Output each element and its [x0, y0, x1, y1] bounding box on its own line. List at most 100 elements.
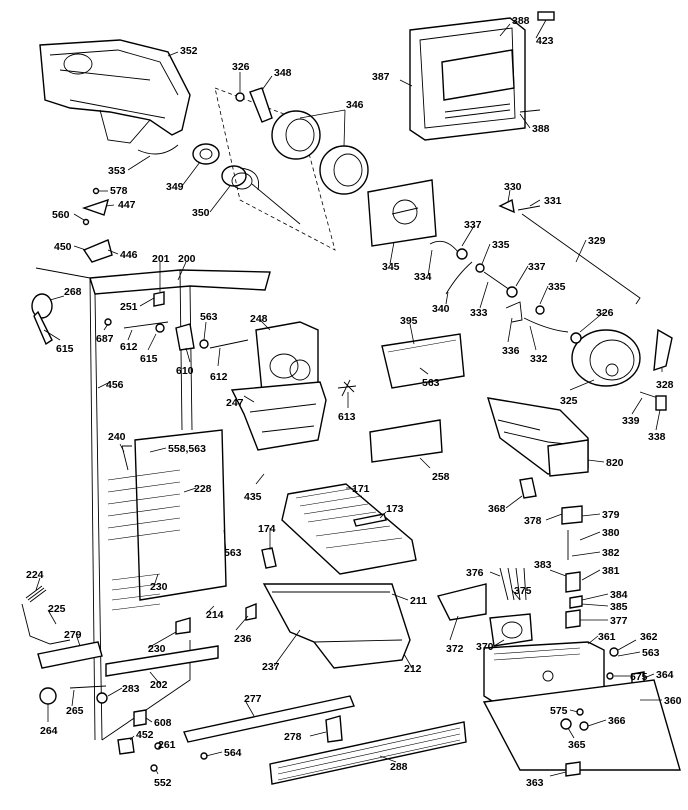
part-283-wheel: [96, 692, 108, 704]
callout-174: 174: [258, 523, 276, 535]
part-268-thermostat: [31, 293, 53, 346]
part-330-clip: [498, 198, 515, 214]
part-230b-bracket: [175, 617, 191, 635]
callout-395: 395: [400, 315, 418, 327]
part-247-chute: [230, 381, 327, 451]
callout-335b: 335: [548, 281, 566, 293]
part-338-spring: [655, 395, 667, 411]
callout-258: 258: [432, 471, 450, 483]
part-265-axle: [69, 685, 107, 689]
callout-360: 360: [664, 695, 682, 707]
callout-230: 230: [150, 581, 168, 593]
callout-173: 173: [386, 503, 404, 515]
callout-364: 364: [656, 669, 674, 681]
callout-212: 212: [404, 663, 422, 675]
callout-610: 610: [176, 365, 194, 377]
callout-361: 361: [598, 631, 616, 643]
callout-608: 608: [154, 717, 172, 729]
part-352-ice-bucket: [39, 39, 191, 144]
part-339-screw: [639, 391, 659, 399]
part-447-bracket: [81, 198, 110, 216]
callout-578: 578: [110, 185, 128, 197]
part-329-rod: [521, 213, 641, 305]
part-202-rail: [105, 645, 219, 677]
callout-326: 326: [232, 61, 250, 73]
callout-435: 435: [244, 491, 262, 503]
callout-325: 325: [560, 395, 578, 407]
callout-384: 384: [610, 589, 628, 601]
callout-564: 564: [224, 747, 242, 759]
part-377-valve: [565, 609, 581, 629]
part-615b-nut: [199, 339, 209, 349]
callout-264: 264: [40, 725, 58, 737]
callout-558-563: 558,563: [168, 443, 206, 455]
callout-382: 382: [602, 547, 620, 559]
part-264-roller: [39, 687, 57, 705]
part-384-clip: [569, 595, 583, 609]
part-388-rod: [519, 109, 541, 113]
callout-375: 375: [514, 585, 532, 597]
callout-456: 456: [106, 379, 124, 391]
callout-378: 378: [524, 515, 542, 527]
part-346-crushers: [271, 110, 369, 195]
part-336-bracket: [505, 301, 523, 323]
part-211-bin: [262, 583, 411, 669]
callout-452: 452: [136, 729, 154, 741]
callout-687: 687: [96, 333, 114, 345]
part-251-clip: [153, 291, 165, 307]
part-240-thermostat: [121, 445, 132, 471]
part-326-nut: [235, 92, 245, 102]
callout-328: 328: [656, 379, 674, 391]
callout-362: 362: [640, 631, 658, 643]
callout-337: 337: [464, 219, 482, 231]
part-613-fan: [337, 379, 357, 397]
callout-368: 368: [488, 503, 506, 515]
part-337-washer: [456, 248, 468, 260]
callout-335: 335: [492, 239, 510, 251]
part-333-link: [483, 271, 511, 291]
part-383-valve: [565, 571, 581, 593]
callout-615: 563: [200, 311, 218, 323]
callout-388: 388: [512, 15, 530, 27]
part-820-icemaker: [487, 397, 589, 477]
callout-339: 339: [622, 415, 640, 427]
part-279-rail: [37, 641, 103, 669]
callout-237: 237: [262, 661, 280, 673]
callout-236: 236: [234, 633, 252, 645]
part-349-bearing: [192, 143, 220, 165]
part-368-clip: [519, 477, 537, 499]
part-332-arm: [523, 317, 569, 333]
part-337b-washer: [506, 286, 518, 298]
callout-675: 675: [630, 671, 648, 683]
part-334-arm: [429, 240, 459, 253]
callout-447: 447: [118, 199, 136, 211]
callout-261: 261: [158, 739, 176, 751]
callout-446: 446: [120, 249, 138, 261]
part-331-link: [517, 205, 541, 211]
part-552-screw: [150, 764, 158, 772]
part-387-door: [409, 17, 526, 141]
part-363-bracket: [565, 761, 581, 777]
callout-346: 346: [346, 99, 364, 111]
part-366-nut: [579, 721, 589, 731]
part-608-roller: [133, 709, 147, 727]
callout-560: 560: [52, 209, 70, 221]
callout-224: 224: [26, 569, 44, 581]
callout-345: 345: [382, 261, 400, 273]
part-578-screw: [92, 187, 100, 195]
callout-380: 380: [602, 527, 620, 539]
part-228-evaporator: [107, 429, 227, 611]
callout-349: 349: [166, 181, 184, 193]
callout-265: 265: [66, 705, 84, 717]
callout-563d: 563: [642, 647, 660, 659]
callout-370: 370: [476, 641, 494, 653]
callout-278: 278: [284, 731, 302, 743]
callout-377: 377: [610, 615, 628, 627]
part-615-nut: [155, 323, 165, 333]
callout-326b: 326: [596, 307, 614, 319]
part-423-switch: [537, 11, 555, 21]
part-452-bracket: [117, 737, 135, 755]
part-612b-rod: [209, 339, 249, 349]
callout-225: 225: [48, 603, 66, 615]
